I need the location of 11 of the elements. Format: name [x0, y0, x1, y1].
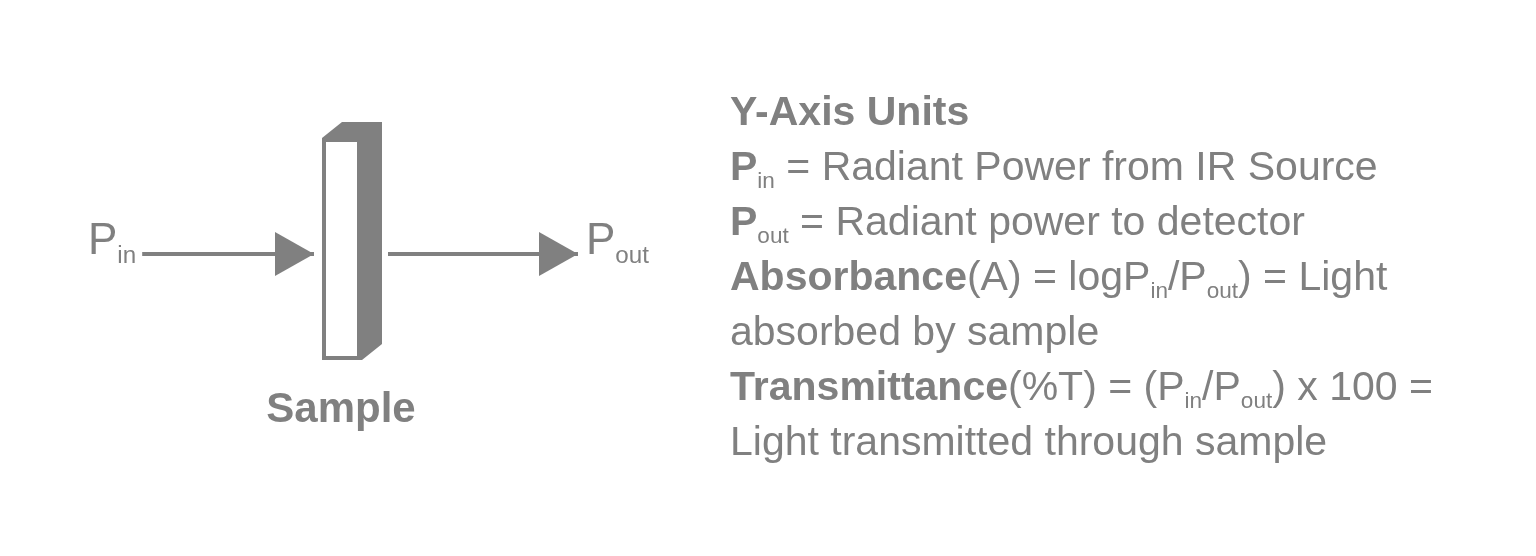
- arrow: [388, 232, 578, 276]
- definition-text: P$_{in}$ = Radiant Power from IR Source: [730, 142, 1379, 194]
- arrow: [142, 232, 314, 276]
- sample-slab: [322, 122, 382, 360]
- power-symbol-label: P$_{in}$: [88, 217, 137, 261]
- definition-text: P$_{out}$ = Radiant power to detector: [730, 197, 1306, 249]
- panel-heading: Y-Axis Units: [730, 87, 971, 136]
- definition-text: Absorbance(A) = logP$_{in}$/P$_{out}$) = Light absorbed by sample: [730, 252, 1389, 356]
- power-symbol-label: P$_{out}$: [586, 217, 649, 261]
- definition-text: Transmittance(%T) = (P$_{in}$/P$_{out}$) x 100 = Light transmitted through sample: [730, 362, 1434, 466]
- node-caption: Sample: [266, 384, 416, 432]
